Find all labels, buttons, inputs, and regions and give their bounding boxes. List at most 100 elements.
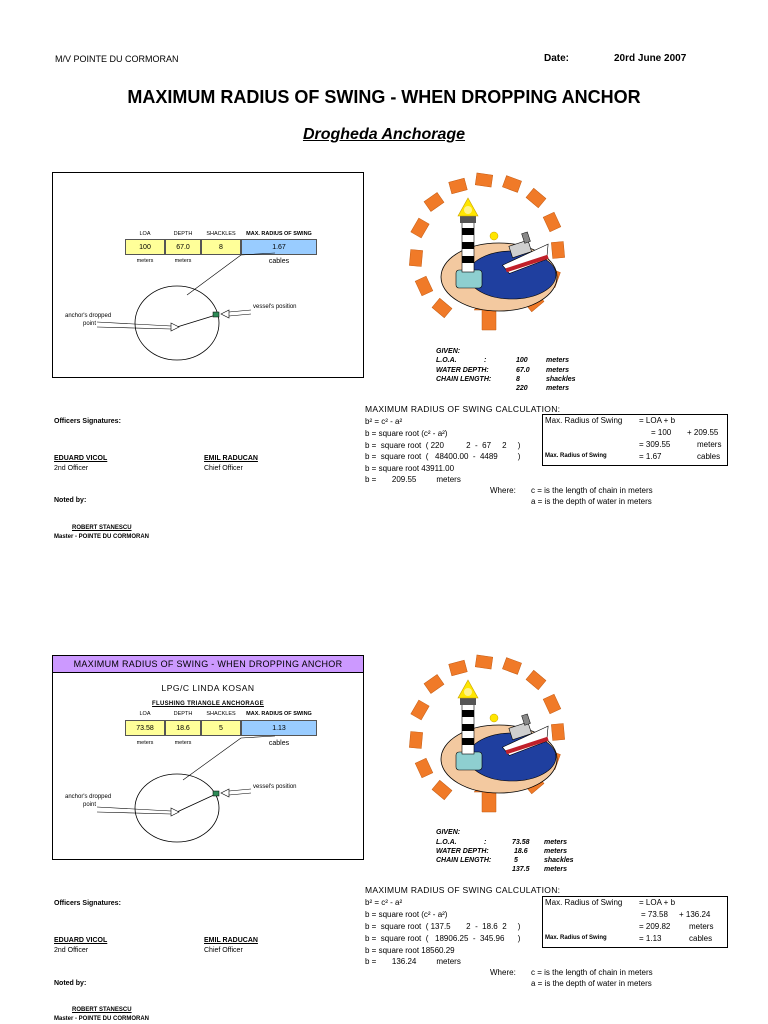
result-label-2: Max. Radius of Swing xyxy=(545,935,607,941)
given-chain-unit: shackles xyxy=(546,376,576,383)
header-max-radius: MAX. RADIUS OF SWING xyxy=(246,231,312,237)
value-max-radius: 1.67 xyxy=(241,239,317,255)
given-chain-value: 5 xyxy=(514,857,518,864)
signature-name-2: EMIL RADUCAN xyxy=(204,937,258,944)
given-loa-value: 73.58 xyxy=(512,839,530,846)
signature-role-2: Chief Officer xyxy=(204,465,243,472)
where-c-2: c = is the length of chain in meters xyxy=(531,968,653,977)
unit-depth: meters xyxy=(174,258,192,264)
given-depth-label: WATER DEPTH: xyxy=(436,367,489,374)
result-loa: = 73.58 xyxy=(641,910,668,919)
result-label-2: Max. Radius of Swing xyxy=(545,453,607,459)
calc-line: b = square root (c² - a²) xyxy=(365,910,448,919)
diagram-panel-1: LOA DEPTH SHACKLES MAX. RADIUS OF SWING … xyxy=(52,172,364,378)
result-formula: = LOA + b xyxy=(639,898,676,907)
calc-title-1: MAXIMUM RADIUS OF SWING CALCULATION: xyxy=(365,404,561,414)
calc-line: b = 136.24 meters xyxy=(365,957,461,966)
banner-title: MAXIMUM RADIUS OF SWING - WHEN DROPPING … xyxy=(53,656,363,673)
master-name: ROBERT STANESCU xyxy=(72,525,132,531)
value-shackles: 5 xyxy=(201,720,241,736)
header-loa: LOA xyxy=(139,231,151,237)
officers-signatures-label: Officers Signatures: xyxy=(54,418,121,425)
header-shackles: SHACKLES xyxy=(206,711,236,717)
vessel-name-2: LPG/C LINDA KOSAN xyxy=(161,683,255,693)
given-loa-label: L.O.A. xyxy=(436,839,457,846)
where-label-2: Where: xyxy=(490,968,516,977)
given-chain-meters: 137.5 xyxy=(512,866,530,873)
date-label: Date: xyxy=(544,53,570,64)
where-a-2: a = is the depth of water in meters xyxy=(531,979,652,988)
calc-line: b = square root ( 18906.25 - 345.96 ) xyxy=(365,934,521,943)
result-meters: = 309.55 xyxy=(639,440,671,449)
calc-line: b = 209.55 meters xyxy=(365,475,461,484)
given-depth-value: 67.0 xyxy=(516,367,530,374)
page-subtitle: Drogheda Anchorage xyxy=(302,126,466,143)
vessel-position-label: vessel's position xyxy=(253,304,297,310)
result-meters: = 209.82 xyxy=(639,922,671,931)
given-loa-unit: meters xyxy=(546,357,569,364)
unit-loa: meters xyxy=(136,258,154,264)
given-chain-label: CHAIN LENGTH: xyxy=(436,376,492,383)
calc-line: b = square root 18560.29 xyxy=(365,946,455,955)
result-cables-unit: cables xyxy=(697,452,721,461)
noted-by-label: Noted by: xyxy=(54,980,87,987)
anchor-label: anchor's dropped xyxy=(65,313,112,319)
result-cables-unit: cables xyxy=(689,934,713,943)
signature-role-1: 2nd Officer xyxy=(54,947,89,954)
master-role: Master - POINTE DU CORMORAN xyxy=(54,534,150,540)
unit-radius: cables xyxy=(268,740,290,747)
unit-loa: meters xyxy=(136,740,154,746)
date-value: 20rd June 2007 xyxy=(614,53,687,64)
calc-line: b = square root ( 220 2 - 67 2 ) xyxy=(365,441,521,450)
given-depth-unit: meters xyxy=(544,848,567,855)
value-loa: 73.58 xyxy=(125,720,165,736)
given-loa-value: 100 xyxy=(516,357,528,364)
calc-line: b = square root (c² - a²) xyxy=(365,429,448,438)
calc-line: b = square root ( 48400.00 - 4489 ) xyxy=(365,452,521,461)
result-b: + 209.55 xyxy=(687,428,719,437)
lighthouse-illustration-1 xyxy=(409,172,565,331)
header-shackles: SHACKLES xyxy=(206,231,236,237)
result-formula: = LOA + b xyxy=(639,416,676,425)
lighthouse-illustration-2 xyxy=(409,654,565,813)
given-loa-unit: meters xyxy=(544,839,567,846)
anchor-label-2: point xyxy=(83,802,97,808)
page-title: MAXIMUM RADIUS OF SWING - WHEN DROPPING … xyxy=(127,87,641,107)
anchor-label: anchor's dropped xyxy=(65,794,112,800)
given-depth-unit: meters xyxy=(546,367,569,374)
calc-line: b² = c² - a² xyxy=(365,898,403,907)
given-colon: : xyxy=(484,839,487,846)
result-loa: = 100 xyxy=(651,428,672,437)
result-cables: = 1.67 xyxy=(639,452,662,461)
given-title: GIVEN: xyxy=(436,829,461,836)
given-depth-label: WATER DEPTH: xyxy=(436,848,489,855)
calc-title-2: MAXIMUM RADIUS OF SWING CALCULATION: xyxy=(365,885,561,895)
unit-depth: meters xyxy=(174,740,192,746)
given-chain-value: 8 xyxy=(516,376,520,383)
header-loa: LOA xyxy=(139,711,151,717)
where-c-1: c = is the length of chain in meters xyxy=(531,486,653,495)
result-label: Max. Radius of Swing xyxy=(545,416,623,425)
given-chain-meters: 220 xyxy=(516,385,528,392)
given-colon: : xyxy=(484,357,487,364)
result-cables: = 1.13 xyxy=(639,934,662,943)
vessel-name: M/V POINTE DU CORMORAN xyxy=(55,54,179,64)
header-max-radius: MAX. RADIUS OF SWING xyxy=(246,711,312,717)
header-depth: DEPTH xyxy=(173,711,193,717)
calc-line: b = square root ( 137.5 2 - 18.6 2 ) xyxy=(365,922,521,931)
value-loa: 100 xyxy=(125,239,165,255)
result-box-1: Max. Radius of Swing = LOA + b = 100 + 2… xyxy=(542,414,728,466)
given-chain-unit: shackles xyxy=(544,857,574,864)
result-label: Max. Radius of Swing xyxy=(545,898,623,907)
anchor-label-2: point xyxy=(83,321,97,327)
signature-name-1: EDUARD VICOL xyxy=(54,455,108,462)
value-depth: 67.0 xyxy=(165,239,201,255)
result-meters-unit: meters xyxy=(689,922,714,931)
result-b: + 136.24 xyxy=(679,910,711,919)
value-max-radius: 1.13 xyxy=(241,720,317,736)
signature-name-1: EDUARD VICOL xyxy=(54,937,108,944)
given-chain-meters-unit: meters xyxy=(544,866,567,873)
vessel-position-label: vessel's position xyxy=(253,784,297,790)
given-title: GIVEN: xyxy=(436,348,461,355)
diagram-panel-2: MAXIMUM RADIUS OF SWING - WHEN DROPPING … xyxy=(52,655,364,860)
